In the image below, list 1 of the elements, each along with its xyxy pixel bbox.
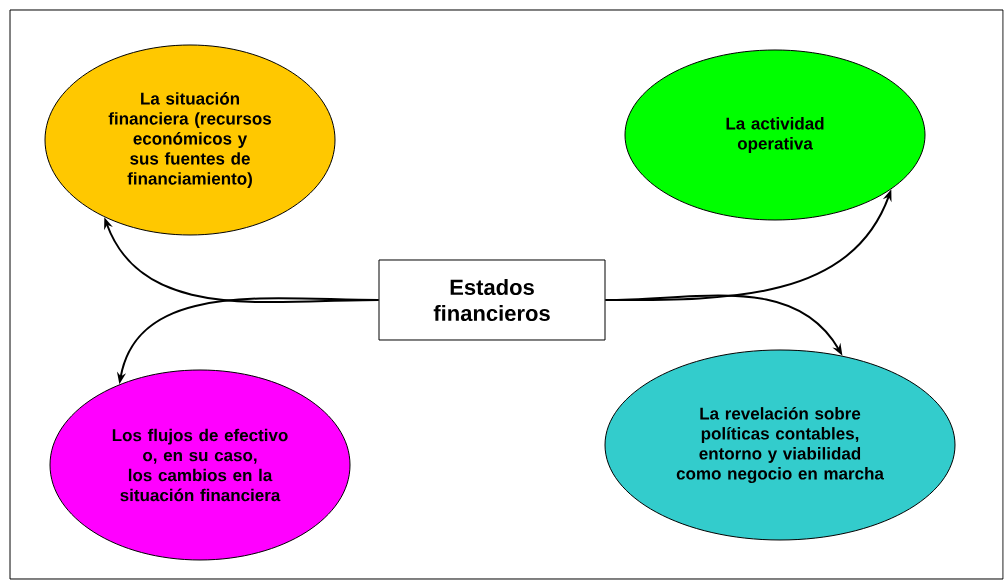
title-box: Estados financieros xyxy=(378,259,606,341)
